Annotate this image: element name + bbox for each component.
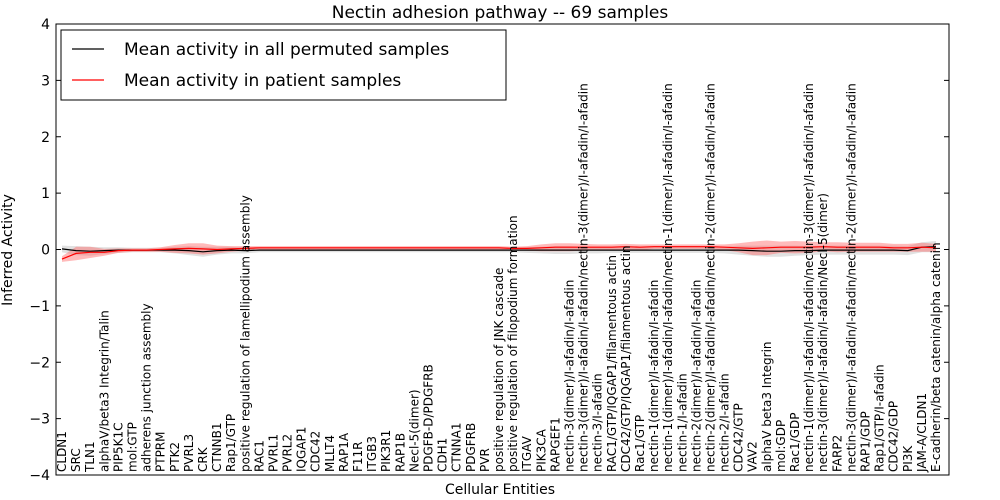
- x-category-label: alphaV/beta3 Integrin/Talin: [97, 310, 111, 472]
- x-category-label: RAC1: [252, 440, 266, 472]
- x-category-label: F11R: [351, 441, 365, 472]
- x-category-label: SRC: [69, 448, 83, 472]
- x-category-label: CTNNB1: [210, 422, 224, 472]
- x-category-label: E-cadherin/beta catenin/alpha catenin: [929, 242, 943, 472]
- y-axis-title: Inferred Activity: [0, 194, 16, 306]
- x-category-label: RAP1A: [337, 432, 351, 472]
- x-category-label: nectin-3(dimer)/I-afadin/I-afadin/Necl-5…: [816, 193, 830, 472]
- x-category-label: positive regulation of lamellipodium ass…: [238, 195, 252, 472]
- x-category-label: CRK: [196, 446, 210, 472]
- x-category-label: ITGB3: [365, 436, 379, 472]
- confidence-bands: [62, 240, 936, 262]
- x-category-label: CDC42/GTP: [732, 403, 746, 472]
- x-category-label: IQGAP1: [295, 427, 309, 472]
- x-category-label: Rap1/GTP: [224, 414, 238, 472]
- y-tick-label: −4: [29, 468, 50, 484]
- x-category-label: positive regulation of JNK cascade: [492, 268, 506, 472]
- x-category-label: JAM-A/CLDN1: [915, 393, 929, 473]
- x-category-label: Rap1/GTP/I-afadin: [873, 364, 887, 472]
- patient-mean-line: [61, 246, 937, 260]
- y-tick-label: −1: [29, 299, 50, 315]
- x-category-label: nectin-1/I-afadin: [675, 373, 689, 472]
- y-tick-label: 1: [41, 186, 50, 202]
- x-category-label: CDH1: [436, 438, 450, 472]
- legend-box: [60, 29, 507, 101]
- y-tick-label: 3: [41, 73, 50, 89]
- x-category-label: PVRL2: [281, 434, 295, 472]
- y-tick-label: −3: [29, 412, 50, 428]
- permuted-band: [62, 241, 936, 257]
- chart-title: Nectin adhesion pathway -- 69 samples: [332, 3, 669, 23]
- x-category-label: nectin-1(dimer)/I-afadin/I-afadin: [647, 280, 661, 472]
- permuted-mean-line: [61, 246, 937, 253]
- x-category-label: MLLT4: [323, 435, 337, 472]
- y-tick-label: 4: [41, 17, 50, 33]
- x-category-label: ITGAV: [520, 435, 534, 472]
- x-category-label: adherens junction assembly: [140, 303, 154, 472]
- x-category-label: PVRL1: [267, 434, 281, 472]
- x-category-label: RAP1B: [393, 433, 407, 472]
- x-category-label: nectin-2/I-afadin: [718, 373, 732, 472]
- x-category-label: PI3K: [901, 445, 915, 472]
- x-category-label: PIP5K1C: [111, 422, 125, 472]
- patient-band: [62, 240, 936, 262]
- x-category-label: Necl-5(dimer): [407, 389, 421, 472]
- x-category-label: CTNNA1: [450, 422, 464, 472]
- x-category-label: nectin-3(dimer)/I-afadin/I-afadin/nectin…: [577, 83, 591, 472]
- y-tick-label: −2: [29, 355, 50, 371]
- x-category-label: nectin-3/I-afadin: [591, 373, 605, 472]
- x-category-label: RAPGEF1: [548, 417, 562, 472]
- x-category-label: mol:GTP: [126, 422, 140, 472]
- x-category-label: mol:GDP: [774, 420, 788, 472]
- x-category-label: CDC42/GTP/IQGAP1/filamentous actin: [619, 246, 633, 472]
- x-category-label: PDGFB-D/PDGFRB: [422, 364, 436, 472]
- x-category-label: CDC42: [309, 431, 323, 472]
- x-category-label: nectin-3(dimer)/I-afadin/I-afadin: [563, 280, 577, 472]
- x-category-label: nectin-2(dimer)/I-afadin/I-afadin: [689, 280, 703, 472]
- y-tick-label: 0: [41, 243, 50, 259]
- x-category-label: PIK3R1: [379, 430, 393, 472]
- x-category-label: Rac1/GDP: [788, 413, 802, 472]
- x-axis-title: Cellular Entities: [445, 482, 555, 498]
- x-category-label: RAP1/GDP: [859, 411, 873, 472]
- y-axis-ticks: −4 −3 −2 −1 0 1 2 3 4: [29, 17, 949, 484]
- y-tick-label: 2: [41, 130, 50, 146]
- x-category-label: positive regulation of filopodium format…: [506, 215, 520, 472]
- x-category-label: nectin-3(dimer)/I-afadin/I-afadin/nectin…: [844, 83, 858, 472]
- legend: Mean activity in all permuted samples Me…: [60, 29, 507, 101]
- x-category-label: PIK3CA: [534, 428, 548, 472]
- x-category-label: TLN1: [83, 441, 97, 473]
- x-category-label: nectin-1(dimer)/I-afadin/I-afadin/nectin…: [661, 83, 675, 472]
- x-category-label: CLDN1: [55, 431, 69, 472]
- x-category-label: CDC42/GDP: [887, 401, 901, 472]
- x-category-label: alphaV beta3 Integrin: [760, 341, 774, 472]
- x-category-label: RAC1/GTP/IQGAP1/filamentous actin: [605, 255, 619, 472]
- legend-label-permuted: Mean activity in all permuted samples: [124, 40, 449, 60]
- x-category-label: VAV2: [746, 441, 760, 472]
- x-category-label: PVR: [478, 448, 492, 472]
- x-category-label: Rac1/GTP: [633, 415, 647, 472]
- x-category-label: nectin-1(dimer)/I-afadin/I-afadin/nectin…: [802, 83, 816, 472]
- x-category-label: FARP2: [830, 435, 844, 472]
- x-category-label: PVRL3: [182, 434, 196, 472]
- x-category-label: PDGFRB: [464, 423, 478, 472]
- x-category-label: nectin-2(dimer)/I-afadin/I-afadin/nectin…: [704, 83, 718, 472]
- legend-label-patient: Mean activity in patient samples: [124, 71, 401, 91]
- series-lines: [61, 246, 937, 260]
- x-category-label: PTPRM: [154, 432, 168, 473]
- x-category-label: PTK2: [168, 442, 182, 472]
